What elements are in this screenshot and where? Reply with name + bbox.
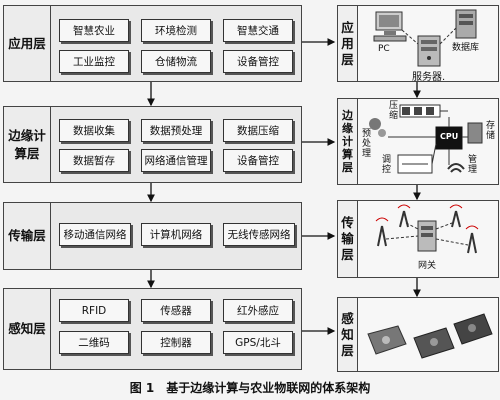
item-data-compress: 数据压缩 xyxy=(223,119,293,142)
sensor-boards-illustration xyxy=(367,313,493,359)
pc-label: PC xyxy=(378,44,390,54)
item-industrial-monitor: 工业监控 xyxy=(59,50,129,73)
sensor-board-icon xyxy=(413,327,455,359)
panel-label: 边 缘 计 算 层 xyxy=(338,99,358,184)
item-wsn: 无线传感网络 xyxy=(223,223,295,246)
store-label: 存 储 xyxy=(486,121,496,141)
sensor-board-icon xyxy=(453,313,493,345)
item-computer-network: 计算机网络 xyxy=(141,223,211,246)
layer-perception: 感知层 RFID 传感器 红外感应 二维码 控制器 GPS/北斗 xyxy=(3,288,302,370)
item-environment-detection: 环境检测 xyxy=(141,19,211,42)
panel-perception: 感 知 层 xyxy=(337,297,499,372)
preprocess-label: 预 处 理 xyxy=(362,129,372,159)
layer-label: 传输层 xyxy=(4,203,51,269)
cpu-label: CPU xyxy=(440,132,459,141)
antenna-icon xyxy=(465,225,479,254)
layer-label: 边缘计 算层 xyxy=(4,107,51,182)
manage-label: 管 理 xyxy=(468,155,478,175)
schedule-label: 调 控 xyxy=(382,155,392,175)
server-network-illustration xyxy=(373,9,477,67)
panel-transport: 传 输 层 网关 xyxy=(337,200,499,278)
server-icon xyxy=(417,35,441,67)
item-controller: 控制器 xyxy=(141,331,211,354)
item-warehouse-logistics: 仓储物流 xyxy=(141,50,211,73)
layer-application: 应用层 智慧农业 环境检测 智慧交通 工业监控 仓储物流 设备管控 xyxy=(3,5,302,82)
item-device-control-2: 设备管控 xyxy=(223,149,293,172)
compress-label: 压 缩 xyxy=(389,101,399,121)
gateway-label: 网关 xyxy=(418,261,437,271)
antenna-icon xyxy=(397,204,411,228)
sensor-board-icon xyxy=(367,325,407,355)
item-qrcode: 二维码 xyxy=(59,331,129,354)
item-data-cache: 数据暂存 xyxy=(59,149,129,172)
db-label: 数据库 xyxy=(452,43,480,53)
panel-label: 传 输 层 xyxy=(338,201,358,277)
panel-label: 感 知 层 xyxy=(338,298,358,371)
item-data-preprocess: 数据预处理 xyxy=(141,119,211,142)
gateway-illustration xyxy=(375,204,479,254)
edge-node-illustration xyxy=(369,104,483,174)
server-label: 服务器. xyxy=(412,72,446,83)
layer-label: 应用层 xyxy=(4,6,51,81)
item-network-comm: 网络通信管理 xyxy=(141,149,211,172)
item-smart-agriculture: 智慧农业 xyxy=(59,19,129,42)
panel-label: 应 用 层 xyxy=(338,6,358,81)
database-icon xyxy=(455,9,477,39)
pc-icon xyxy=(373,11,407,42)
item-smart-traffic: 智慧交通 xyxy=(223,19,293,42)
item-data-collection: 数据收集 xyxy=(59,119,129,142)
item-device-control: 设备管控 xyxy=(223,50,293,73)
layer-label: 感知层 xyxy=(4,289,51,369)
antenna-icon xyxy=(375,217,389,247)
panel-application: 应 用 层 PC 数据库 服务器. xyxy=(337,5,499,83)
layer-transport: 传输层 移动通信网络 计算机网络 无线传感网络 xyxy=(3,202,302,270)
item-infrared: 红外感应 xyxy=(223,299,293,322)
item-rfid: RFID xyxy=(59,299,129,322)
item-mobile-network: 移动通信网络 xyxy=(59,223,131,246)
item-sensor: 传感器 xyxy=(141,299,211,322)
panel-edge: 边 缘 计 算 层 CPU 压 缩 预 处 理 存 储 调 控 管 理 xyxy=(337,98,499,185)
item-gps: GPS/北斗 xyxy=(223,331,293,354)
layer-edge: 边缘计 算层 数据收集 数据预处理 数据压缩 数据暂存 网络通信管理 设备管控 xyxy=(3,106,302,183)
figure-caption: 图 1 基于边缘计算与农业物联网的体系架构 xyxy=(129,381,371,395)
antenna-icon xyxy=(449,204,463,228)
